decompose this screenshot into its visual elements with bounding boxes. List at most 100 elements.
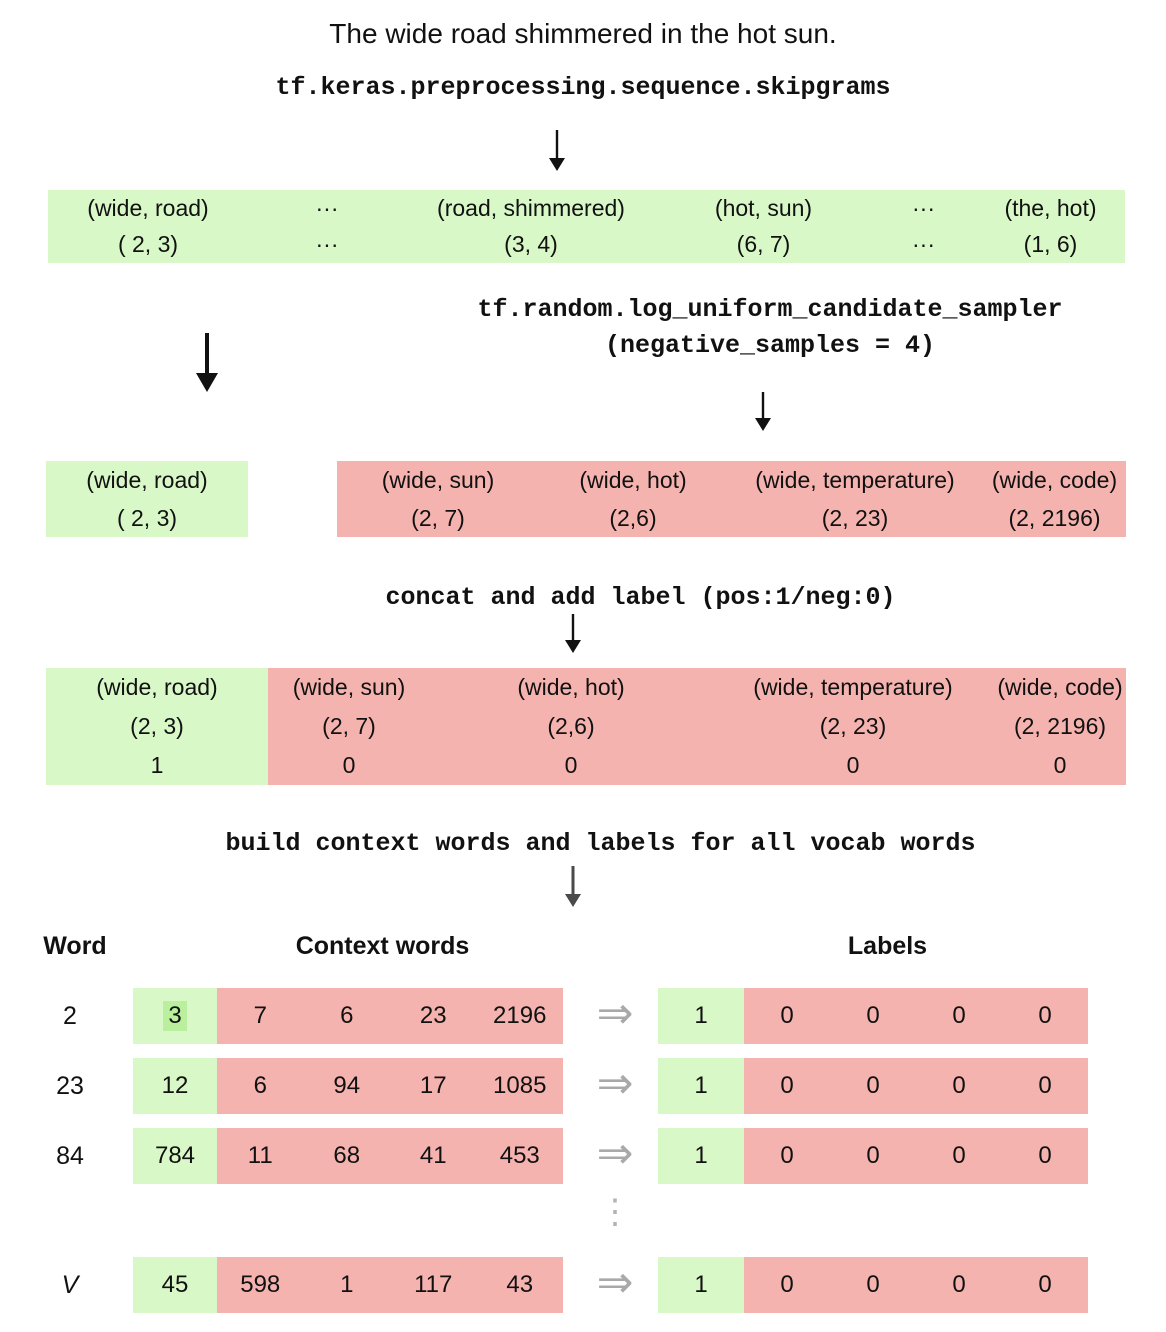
negative-context-value: 7 bbox=[253, 1002, 267, 1029]
concat-band: (wide, road) (2, 3) 1 (wide, sun) (wide,… bbox=[46, 668, 1126, 785]
negative-label-value: 0 bbox=[1038, 1002, 1052, 1029]
positive-ids: (2, 3) bbox=[130, 713, 184, 739]
negative-label: 0 bbox=[1053, 752, 1067, 778]
negative-label-value: 0 bbox=[866, 1142, 880, 1169]
ellipsis: ··· bbox=[315, 195, 339, 221]
word-id: V bbox=[61, 1271, 79, 1299]
negative-context-value: 41 bbox=[419, 1142, 447, 1169]
word-id: 2 bbox=[63, 1002, 77, 1030]
negative-id: (2, 23) bbox=[819, 713, 887, 739]
negative-pair: (wide, sun) bbox=[292, 674, 406, 700]
negative-pairs-row: (wide, sun) (wide, hot) (wide, temperatu… bbox=[337, 461, 1126, 499]
skipgram-pair: (road, shimmered) bbox=[437, 195, 625, 221]
candidate-sampler-label: tf.random.log_uniform_candidate_sampler … bbox=[470, 292, 1070, 364]
negative-context-value: 598 bbox=[240, 1271, 281, 1298]
negative-id: (2, 2196) bbox=[1008, 504, 1101, 531]
down-arrow-icon bbox=[755, 392, 771, 431]
negative-labels-row: 0 0 0 0 bbox=[268, 746, 1126, 785]
target-context-cell: 784 bbox=[133, 1128, 217, 1184]
skipgram-pair: (wide, road) bbox=[87, 195, 209, 221]
labels-bar: 1 0 0 0 0 bbox=[658, 1058, 1088, 1114]
negative-label-cells: 0 0 0 0 bbox=[744, 1058, 1088, 1114]
negative-context-value: 68 bbox=[333, 1142, 361, 1169]
target-context-cell: 3 bbox=[133, 988, 217, 1044]
negative-label-cells: 0 0 0 0 bbox=[744, 1128, 1088, 1184]
negative-label-value: 0 bbox=[1038, 1271, 1052, 1298]
table-row: V 45 598 1 117 43 ⇒ 1 0 0 0 0 bbox=[0, 1257, 1166, 1313]
labels-bar: 1 0 0 0 0 bbox=[658, 988, 1088, 1044]
labels-bar: 1 0 0 0 0 bbox=[658, 1128, 1088, 1184]
skipgram-id: (1, 6) bbox=[1023, 231, 1078, 257]
context-words-bar: 45 598 1 117 43 bbox=[133, 1257, 563, 1313]
negative-context-value: 6 bbox=[253, 1072, 267, 1099]
negative-context-value: 23 bbox=[419, 1002, 447, 1029]
positive-pair: (wide, road) bbox=[86, 467, 208, 493]
negative-id: (2, 2196) bbox=[1013, 713, 1107, 739]
negative-label-value: 0 bbox=[780, 1142, 794, 1169]
negative-label: 0 bbox=[342, 752, 356, 778]
negative-pair: (wide, temperature) bbox=[753, 674, 953, 700]
negative-pair: (wide, code) bbox=[991, 466, 1118, 493]
negative-context-value: 43 bbox=[506, 1271, 534, 1298]
table-row: 23 12 6 94 17 1085 ⇒ 1 0 0 0 0 bbox=[0, 1058, 1166, 1114]
negative-pair: (wide, sun) bbox=[381, 466, 495, 493]
context-words-bar: 784 11 68 41 453 bbox=[133, 1128, 563, 1184]
skipgram-pairs-band: (wide, road) ··· (road, shimmered) (hot,… bbox=[48, 190, 1125, 263]
vertical-ellipsis: ⋮ bbox=[598, 1193, 632, 1231]
negative-pairs-row: (wide, sun) (wide, hot) (wide, temperatu… bbox=[268, 668, 1126, 707]
sentence-title: The wide road shimmered in the hot sun. bbox=[329, 18, 837, 49]
skipgram-pairs-row: (wide, road) ··· (road, shimmered) (hot,… bbox=[48, 191, 1125, 227]
target-context-cell: 45 bbox=[133, 1257, 217, 1313]
positive-label: 1 bbox=[150, 752, 164, 778]
negative-label-value: 0 bbox=[780, 1072, 794, 1099]
negative-pair: (wide, hot) bbox=[579, 466, 687, 493]
negative-label-value: 0 bbox=[1038, 1142, 1052, 1169]
context-words-header: Context words bbox=[295, 932, 470, 960]
sampler-args: (negative_samples = 4) bbox=[604, 331, 936, 360]
negative-samples-box: (wide, sun) (wide, hot) (wide, temperatu… bbox=[337, 461, 1126, 537]
positive-label-cell: 1 bbox=[658, 1257, 744, 1313]
negative-context-value: 11 bbox=[247, 1142, 273, 1169]
concat-positive-column: (wide, road) (2, 3) 1 bbox=[46, 668, 268, 785]
negative-label-value: 0 bbox=[952, 1072, 966, 1099]
context-words-bar: 3 7 6 23 2196 bbox=[133, 988, 563, 1044]
right-double-arrow-icon: ⇒ bbox=[596, 988, 634, 1039]
negative-context-value: 453 bbox=[499, 1142, 540, 1169]
negative-label-value: 0 bbox=[866, 1271, 880, 1298]
table-row: 84 784 11 68 41 453 ⇒ 1 0 0 0 0 bbox=[0, 1128, 1166, 1184]
right-double-arrow-icon: ⇒ bbox=[596, 1128, 634, 1179]
negative-label-value: 0 bbox=[866, 1072, 880, 1099]
down-arrow-icon bbox=[565, 866, 581, 907]
skipgram-pair: (the, hot) bbox=[1004, 195, 1097, 221]
negative-id: (2,6) bbox=[609, 504, 657, 531]
right-double-arrow-icon: ⇒ bbox=[596, 1058, 634, 1109]
right-double-arrow-icon: ⇒ bbox=[596, 1257, 634, 1308]
ellipsis: ··· bbox=[912, 195, 935, 221]
labels-header: Labels bbox=[847, 932, 928, 960]
word-id: 23 bbox=[56, 1072, 84, 1100]
negative-pair: (wide, hot) bbox=[517, 674, 625, 700]
negative-ids-row: (2, 7) (2,6) (2, 23) (2, 2196) bbox=[337, 499, 1126, 537]
negative-label-value: 0 bbox=[952, 1002, 966, 1029]
negative-context-cells: 11 68 41 453 bbox=[217, 1128, 563, 1184]
ellipsis: ··· bbox=[912, 231, 935, 257]
negative-id: (2, 7) bbox=[322, 713, 376, 739]
target-context-cell: 12 bbox=[133, 1058, 217, 1114]
labels-bar: 1 0 0 0 0 bbox=[658, 1257, 1088, 1313]
skipgram-ids-row: ( 2, 3) ··· (3, 4) (6, 7) ··· (1, 6) bbox=[48, 227, 1125, 263]
negative-label-value: 0 bbox=[780, 1271, 794, 1298]
negative-label-cells: 0 0 0 0 bbox=[744, 988, 1088, 1044]
ellipsis: ··· bbox=[315, 231, 339, 257]
negative-context-cells: 6 94 17 1085 bbox=[217, 1058, 563, 1114]
negative-context-value: 1085 bbox=[493, 1072, 547, 1099]
word-column-header: Word bbox=[43, 932, 107, 960]
positive-ids: ( 2, 3) bbox=[116, 505, 178, 531]
negative-label-value: 0 bbox=[866, 1002, 880, 1029]
table-row: 2 3 7 6 23 2196 ⇒ 1 0 0 0 0 bbox=[0, 988, 1166, 1044]
down-arrow-icon bbox=[565, 614, 581, 653]
word-id: 84 bbox=[56, 1142, 84, 1170]
negative-label: 0 bbox=[564, 752, 578, 778]
build-step-label: build context words and labels for all v… bbox=[225, 829, 976, 858]
down-arrow-icon bbox=[196, 333, 218, 392]
